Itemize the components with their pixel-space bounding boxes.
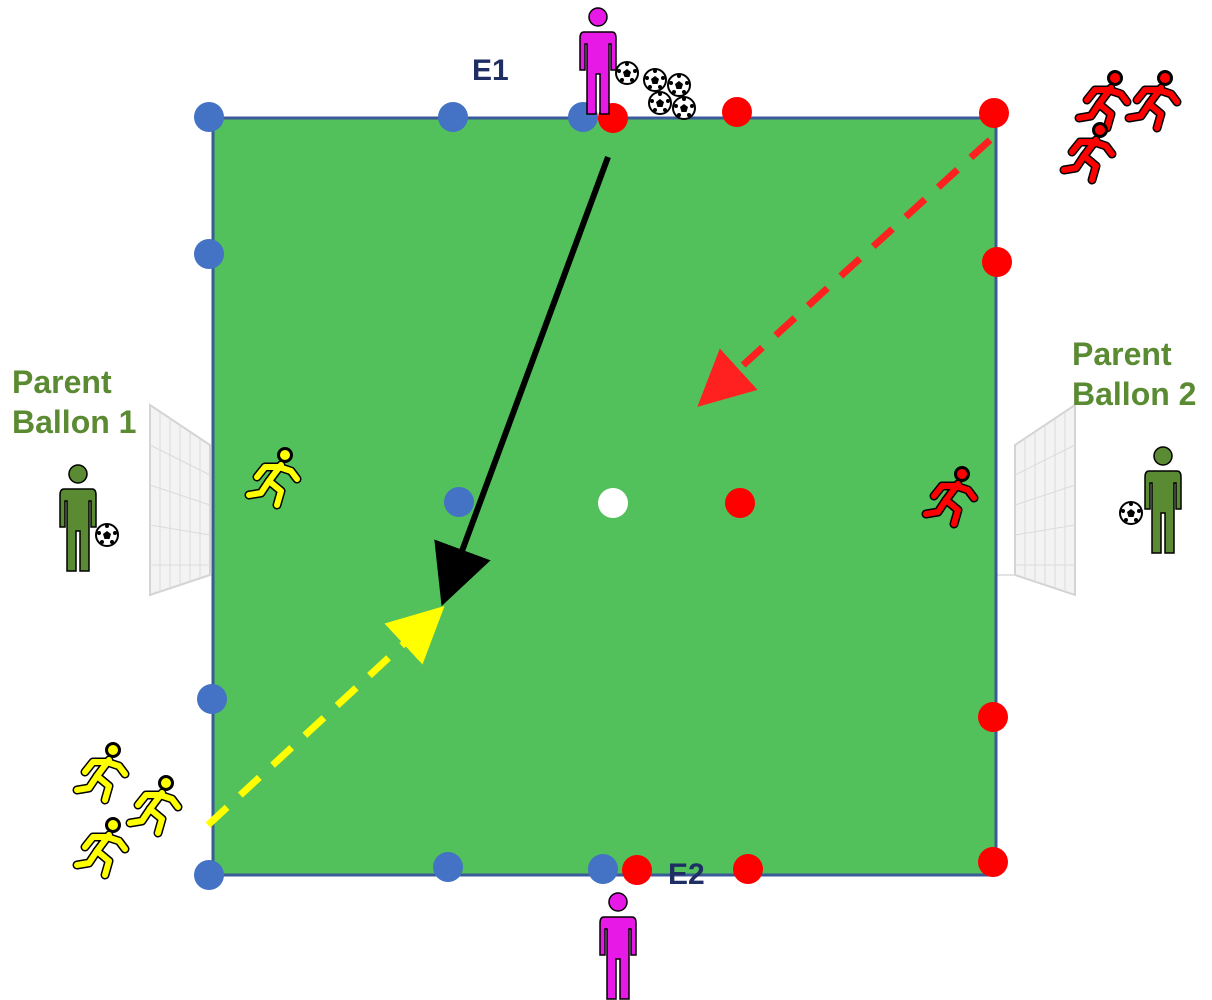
soccer-ball-icon <box>616 62 695 119</box>
blue-cone-marker <box>438 102 468 132</box>
soccer-ball-icon <box>1120 502 1142 524</box>
red-cone-marker <box>978 702 1008 732</box>
soccer-ball-icon <box>96 524 118 546</box>
coach-top-label: E1 <box>472 54 509 88</box>
blue-cone-marker <box>197 684 227 714</box>
red-cone-marker <box>725 488 755 518</box>
red-cone-marker <box>978 847 1008 877</box>
parent-right-label: Parent Ballon 2 <box>1072 334 1196 414</box>
parent-right-label-line2: Ballon 2 <box>1072 374 1196 414</box>
blue-cone-marker <box>433 852 463 882</box>
blue-cone-marker <box>194 102 224 132</box>
parent-icon <box>1145 447 1181 553</box>
blue-cone-marker <box>444 487 474 517</box>
red-cone-marker <box>733 854 763 884</box>
red-cone-marker <box>979 98 1009 128</box>
red-cone-marker <box>982 247 1012 277</box>
coach-icon <box>580 8 616 114</box>
coach-bottom-label: E2 <box>668 858 705 892</box>
blue-cone-marker <box>588 854 618 884</box>
parent-left-label: Parent Ballon 1 <box>12 362 136 442</box>
blue-cone-marker <box>194 239 224 269</box>
parent-left-label-line2: Ballon 1 <box>12 402 136 442</box>
center-marker <box>598 488 628 518</box>
blue-cone-marker <box>194 860 224 890</box>
red-cone-marker <box>622 855 652 885</box>
parent-right-label-line1: Parent <box>1072 334 1196 374</box>
red-cone-marker <box>722 97 752 127</box>
parent-icon <box>60 465 96 571</box>
parent-left-label-line1: Parent <box>12 362 136 402</box>
coach-icon <box>600 893 636 999</box>
